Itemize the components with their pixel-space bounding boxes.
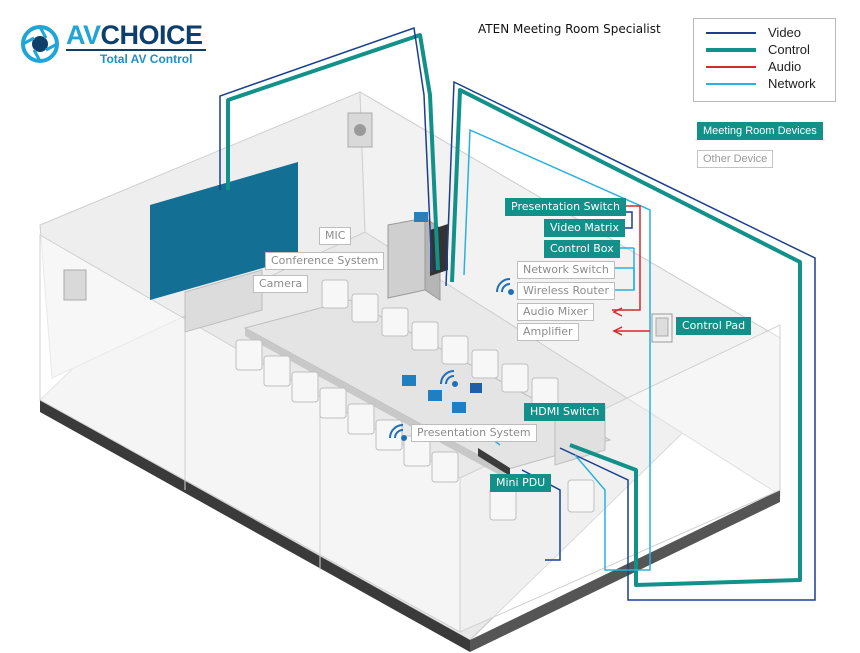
legend: Video Control Audio Network	[693, 18, 836, 102]
video-wall-screen	[150, 162, 298, 300]
key-meeting-room-devices: Meeting Room Devices	[697, 122, 823, 140]
aperture-logo-icon	[21, 25, 59, 63]
label-presentation-switch: Presentation Switch	[505, 198, 626, 216]
label-network-switch: Network Switch	[517, 261, 615, 279]
label-audio-mixer: Audio Mixer	[517, 303, 594, 321]
legend-label: Control	[768, 42, 810, 57]
label-mini-pdu: Mini PDU	[490, 474, 552, 492]
legend-item-control: Control	[706, 42, 831, 58]
legend-item-network: Network	[706, 76, 831, 92]
label-mic: MIC	[319, 227, 352, 245]
key-other-device: Other Device	[697, 150, 774, 168]
label-control-pad: Control Pad	[676, 317, 752, 335]
logo-rule	[66, 49, 206, 51]
label-hdmi-switch: HDMI Switch	[524, 403, 606, 421]
logo-prefix: AV	[66, 20, 101, 50]
chairs	[235, 279, 595, 521]
label-camera: Camera	[253, 275, 309, 293]
mini-pdu-device	[478, 448, 510, 476]
floor-base-right	[470, 490, 780, 652]
wifi-icon	[389, 278, 514, 441]
laptop-1	[402, 375, 416, 386]
logo-wordmark: AVCHOICE	[66, 20, 203, 51]
legend-swatch-control	[706, 48, 756, 52]
avchoice-logo: AVCHOICE Total AV Control	[20, 20, 210, 68]
laptop-3	[452, 402, 466, 413]
floor-base	[40, 400, 470, 652]
control-cables	[226, 33, 802, 587]
legend-swatch-network	[706, 83, 756, 85]
glass-wall-right	[459, 324, 781, 633]
audio-cables	[612, 205, 650, 336]
legend-label: Audio	[768, 59, 802, 74]
logo-tagline: Total AV Control	[100, 52, 193, 66]
equipment-rack	[387, 217, 426, 299]
label-video-matrix: Video Matrix	[544, 219, 625, 237]
label-amplifier: Amplifier	[517, 323, 579, 341]
label-control-box: Control Box	[544, 240, 620, 258]
legend-swatch-video	[706, 32, 756, 34]
label-wireless-router: Wireless Router	[517, 282, 615, 300]
legend-label: Video	[768, 25, 802, 40]
tablet	[470, 383, 482, 393]
left-speaker	[63, 269, 87, 301]
logo-suffix: CHOICE	[100, 20, 204, 50]
laptop-2	[428, 390, 442, 401]
conference-cabinet	[184, 269, 263, 333]
legend-label: Network	[768, 76, 816, 91]
legend-swatch-audio	[706, 66, 756, 68]
label-conference-system: Conference System	[265, 252, 385, 270]
diagram-title: ATEN Meeting Room Specialist	[478, 22, 661, 36]
legend-item-audio: Audio	[706, 59, 831, 75]
label-presentation-system: Presentation System	[411, 424, 537, 442]
legend-item-video: Video	[706, 25, 831, 41]
